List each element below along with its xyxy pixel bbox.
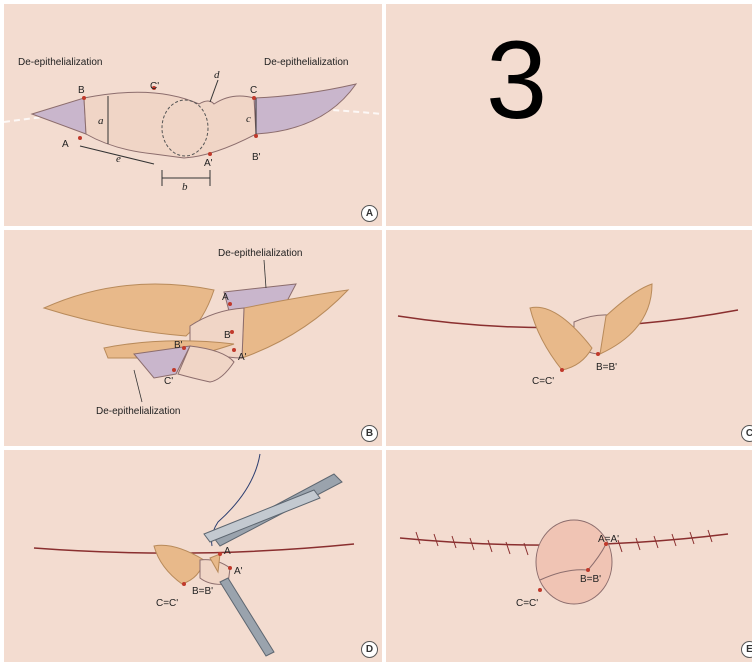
point-c-c-prime: C=C' xyxy=(516,598,538,609)
panel-a-flap-design: De-epithelialization De-epithelializatio… xyxy=(4,4,382,226)
flap-rotation-illustration: C=C' B=B' xyxy=(386,230,752,446)
dim-a: a xyxy=(98,115,104,127)
panel-d-suturing: A A' C=C' B=B' D xyxy=(4,450,382,662)
panel-b-badge: B xyxy=(361,425,378,442)
suturing-illustration: A A' C=C' B=B' xyxy=(4,450,382,662)
deepi-label-bottom: De-epithelialization xyxy=(96,406,181,417)
point-a: A xyxy=(62,139,69,150)
point-a-prime: A' xyxy=(238,352,247,363)
dim-b: b xyxy=(182,181,188,193)
point-b: B xyxy=(78,85,85,96)
dim-e: e xyxy=(116,153,121,165)
point-a-prime: A' xyxy=(234,566,243,577)
panel-d-badge: D xyxy=(361,641,378,658)
dim-d: d xyxy=(214,69,220,81)
panel-e-final-closure: A=A' B=B' C=C' E xyxy=(386,450,752,662)
panel-e-badge: E xyxy=(741,641,752,658)
deepi-label-top: De-epithelialization xyxy=(218,248,303,259)
point-c-c-prime: C=C' xyxy=(156,598,178,609)
point-c-prime: C' xyxy=(164,376,173,387)
point-a: A xyxy=(224,546,231,557)
point-c-c-prime: C=C' xyxy=(532,376,554,387)
point-b-prime: B' xyxy=(174,340,183,351)
panel-a-badge: A xyxy=(361,205,378,222)
point-b-b-prime: B=B' xyxy=(596,362,617,373)
panel-step-number: 3 xyxy=(386,4,752,226)
point-b-b-prime: B=B' xyxy=(192,586,213,597)
step-number: 3 xyxy=(486,26,547,136)
point-b: B xyxy=(224,330,231,341)
point-a: A xyxy=(222,292,229,303)
panel-c-badge: C xyxy=(741,425,752,442)
point-c: C xyxy=(250,85,257,96)
panel-c-flap-rotation: C=C' B=B' C xyxy=(386,230,752,446)
point-c-prime: C' xyxy=(150,81,159,92)
deepi-label-right: De-epithelialization xyxy=(264,57,349,68)
dim-c: c xyxy=(246,113,251,125)
point-a-prime: A' xyxy=(204,158,213,169)
point-a-a-prime: A=A' xyxy=(598,534,619,545)
point-b-b-prime: B=B' xyxy=(580,574,601,585)
final-closure-illustration: A=A' B=B' C=C' xyxy=(386,450,752,662)
flap-elevation-illustration: De-epithelialization De-epithelializatio… xyxy=(4,230,382,446)
panel-b-flap-elevation: De-epithelialization De-epithelializatio… xyxy=(4,230,382,446)
flap-design-illustration: De-epithelialization De-epithelializatio… xyxy=(4,4,382,226)
point-b-prime: B' xyxy=(252,152,261,163)
deepi-label-left: De-epithelialization xyxy=(18,57,103,68)
